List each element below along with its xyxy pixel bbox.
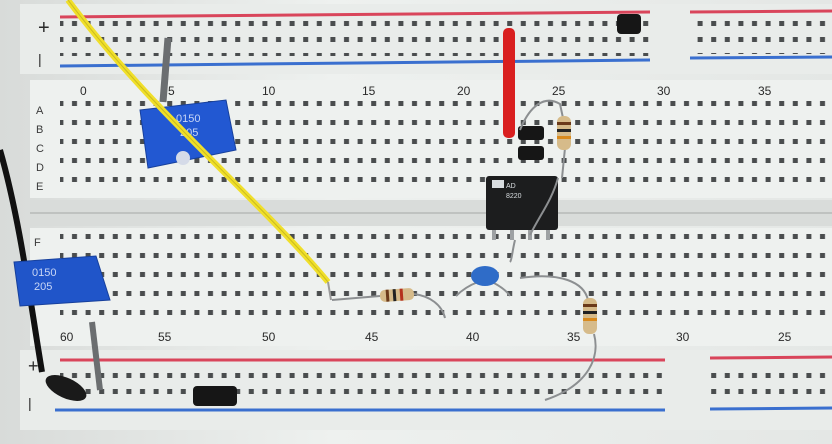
col-num: 5	[168, 84, 175, 98]
bottom-power-rail: + |	[20, 350, 832, 430]
top-plus-sign: +	[38, 17, 50, 39]
bottom-plus-sign: +	[28, 356, 39, 376]
chip-label: AD	[506, 183, 516, 190]
top-column-numbers: 0 5 10 15 20 25 30 35	[80, 84, 772, 98]
col-num: 50	[262, 330, 276, 344]
jumper-block-bottom	[193, 386, 237, 406]
pot-label: 0150	[32, 267, 56, 279]
col-num: 40	[466, 330, 480, 344]
ceramic-capacitor	[455, 266, 511, 297]
chip-label: 8220	[506, 193, 522, 200]
row-letter: D	[36, 162, 44, 174]
row-letter: A	[36, 105, 44, 117]
col-num: 55	[158, 330, 172, 344]
pot-label: 205	[34, 281, 52, 293]
row-letter: F	[34, 237, 41, 249]
col-num: 35	[567, 330, 581, 344]
col-num: 20	[457, 84, 471, 98]
col-num: 15	[362, 84, 376, 98]
top-minus-sign: |	[38, 51, 42, 67]
jumper-block-rail	[617, 14, 641, 34]
top-power-rail: + |	[20, 4, 832, 74]
row-letter: C	[36, 143, 44, 155]
black-wire	[0, 149, 45, 373]
col-num: 30	[657, 84, 671, 98]
grey-jumper-top	[159, 37, 172, 103]
col-num: 30	[676, 330, 690, 344]
col-num: 60	[60, 330, 74, 344]
resistor-bottom-right	[519, 275, 597, 401]
bottom-column-numbers: 60 55 50 45 40 35 30 25	[60, 330, 792, 344]
grey-jumper-bottom	[89, 321, 103, 391]
red-wire	[503, 28, 515, 138]
row-letter: B	[36, 124, 43, 136]
col-num: 45	[365, 330, 379, 344]
row-letter: E	[36, 181, 43, 193]
col-num: 10	[262, 84, 276, 98]
bottom-terminal-strip: F 60 55 50 45 40 35 30 25	[30, 228, 832, 346]
bottom-minus-sign: |	[28, 395, 32, 411]
resistor-bottom-left	[331, 288, 446, 319]
pot-label: 0150	[176, 113, 200, 125]
black-wire-plug	[45, 375, 87, 401]
col-num: 25	[552, 84, 566, 98]
top-row-letters: A B C D E	[36, 105, 44, 193]
resistor-top	[519, 99, 571, 236]
potentiometer-bottom: 0150 205	[13, 255, 111, 307]
jumper-block-top	[518, 126, 544, 160]
col-num: 35	[758, 84, 772, 98]
col-num: 0	[80, 84, 87, 98]
col-num: 25	[778, 330, 792, 344]
